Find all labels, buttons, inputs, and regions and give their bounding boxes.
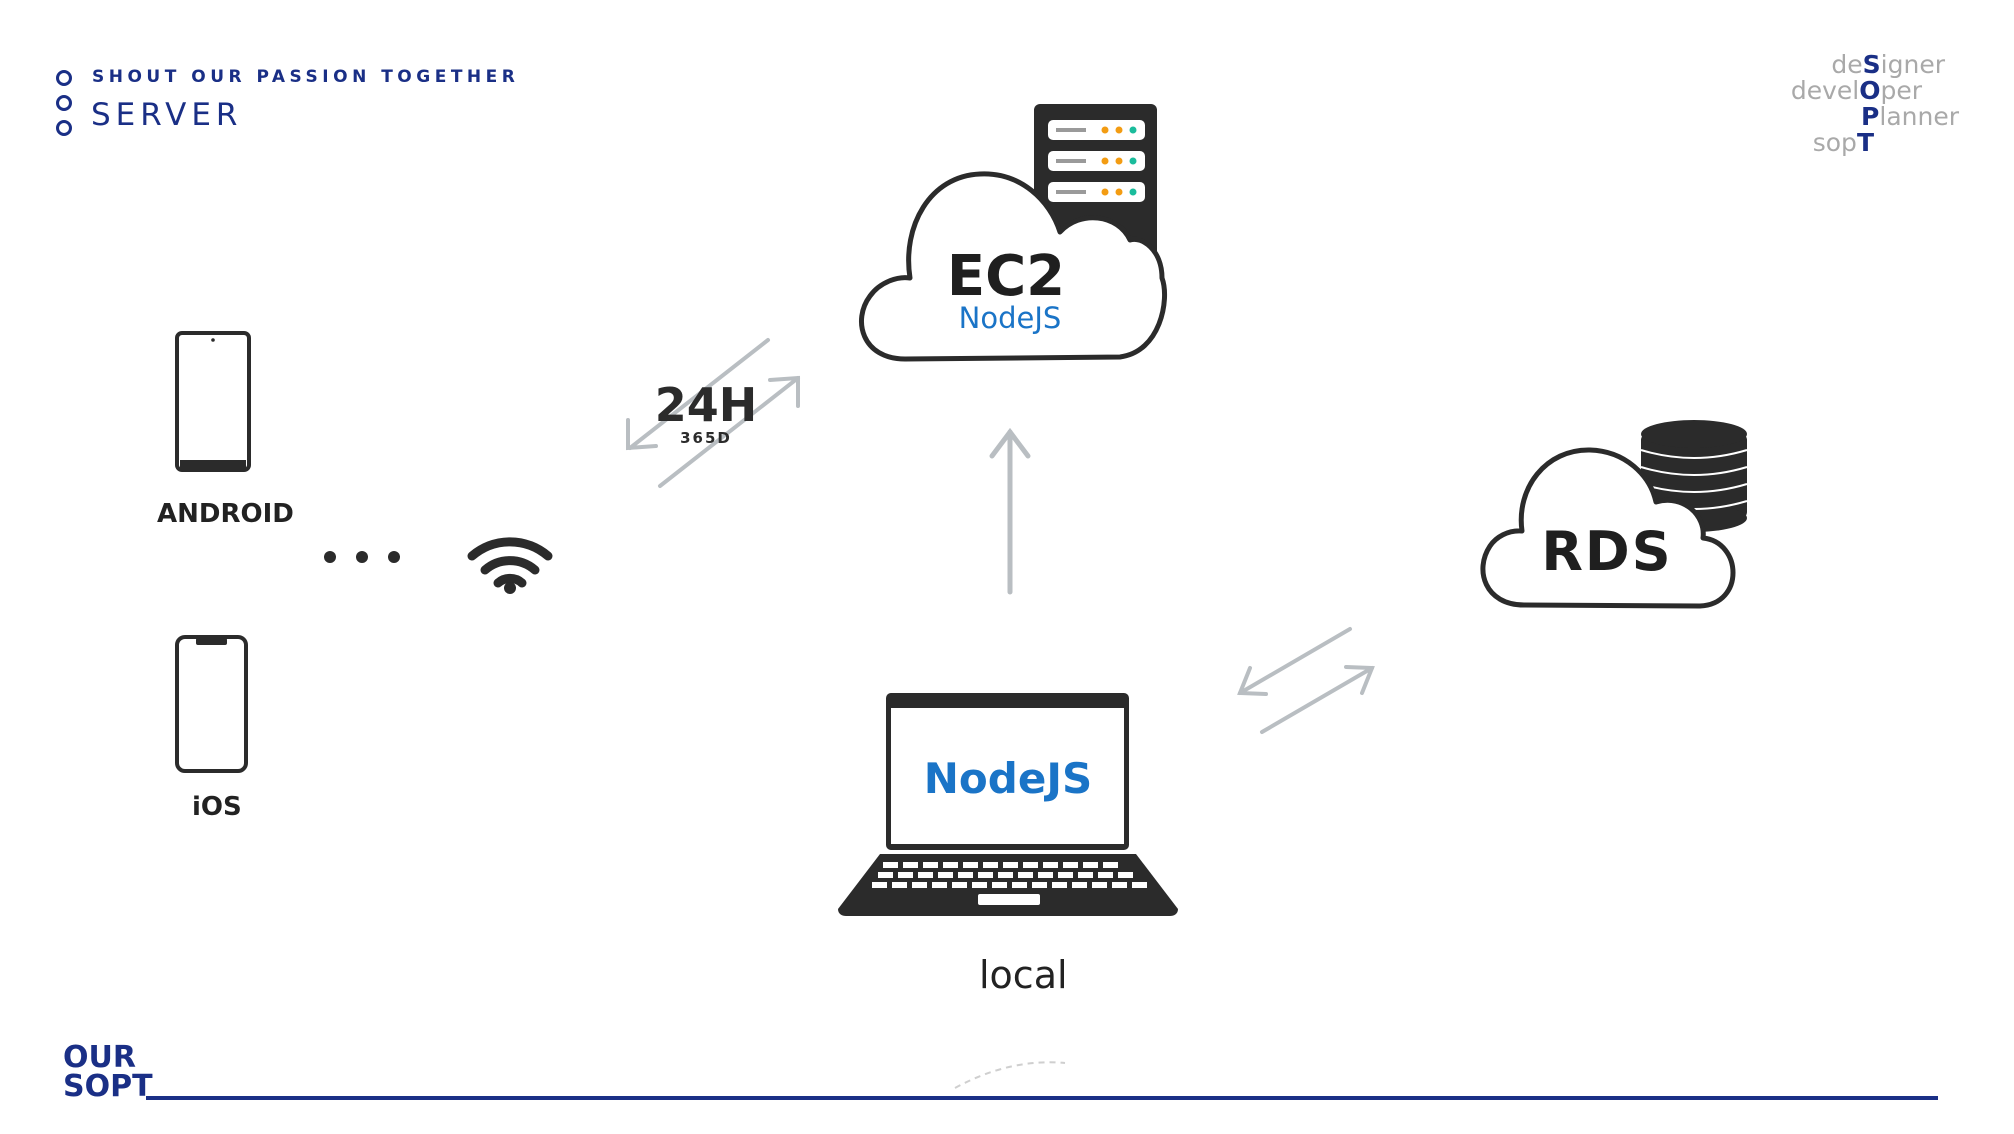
android-label: ANDROID	[157, 499, 294, 529]
ec2-subtitle: NodeJS	[959, 301, 1062, 335]
laptop-icon	[838, 693, 1178, 916]
footer-logo-line2: SOPT	[63, 1069, 153, 1104]
ios-phone-icon	[175, 635, 248, 773]
ec2-title: EC2	[947, 244, 1065, 309]
tagline: SHOUT OUR PASSION TOGETHER	[92, 67, 520, 87]
ec2-cloud-icon	[859, 171, 1168, 362]
ellipsis-icon	[324, 551, 400, 563]
bidirectional-arrow-icon	[626, 338, 800, 488]
local-label: local	[979, 953, 1068, 997]
footer-divider	[146, 1096, 1938, 1100]
bullet-circle-icon	[56, 70, 72, 86]
rds-title: RDS	[1541, 520, 1672, 583]
rds-cloud-icon	[1480, 447, 1736, 609]
uptime-sub-label: 365D	[680, 429, 732, 447]
footer-logo-line1: OUR	[63, 1040, 136, 1075]
decorative-arc	[954, 1061, 1066, 1089]
ios-label: iOS	[192, 792, 242, 822]
uptime-main-label: 24H	[655, 378, 758, 432]
bidirectional-arrow-icon	[1237, 627, 1375, 734]
section-title: SERVER	[91, 97, 243, 133]
footer-logo: OUR SOPT	[63, 1040, 153, 1104]
up-arrow-icon	[989, 427, 1031, 595]
bullet-circle-icon	[56, 95, 72, 111]
laptop-screen-label: NodeJS	[924, 754, 1092, 803]
android-phone-icon	[175, 331, 251, 472]
bullet-circle-icon	[56, 120, 72, 136]
wifi-icon	[467, 537, 553, 594]
header-bullet-icons	[56, 70, 72, 145]
